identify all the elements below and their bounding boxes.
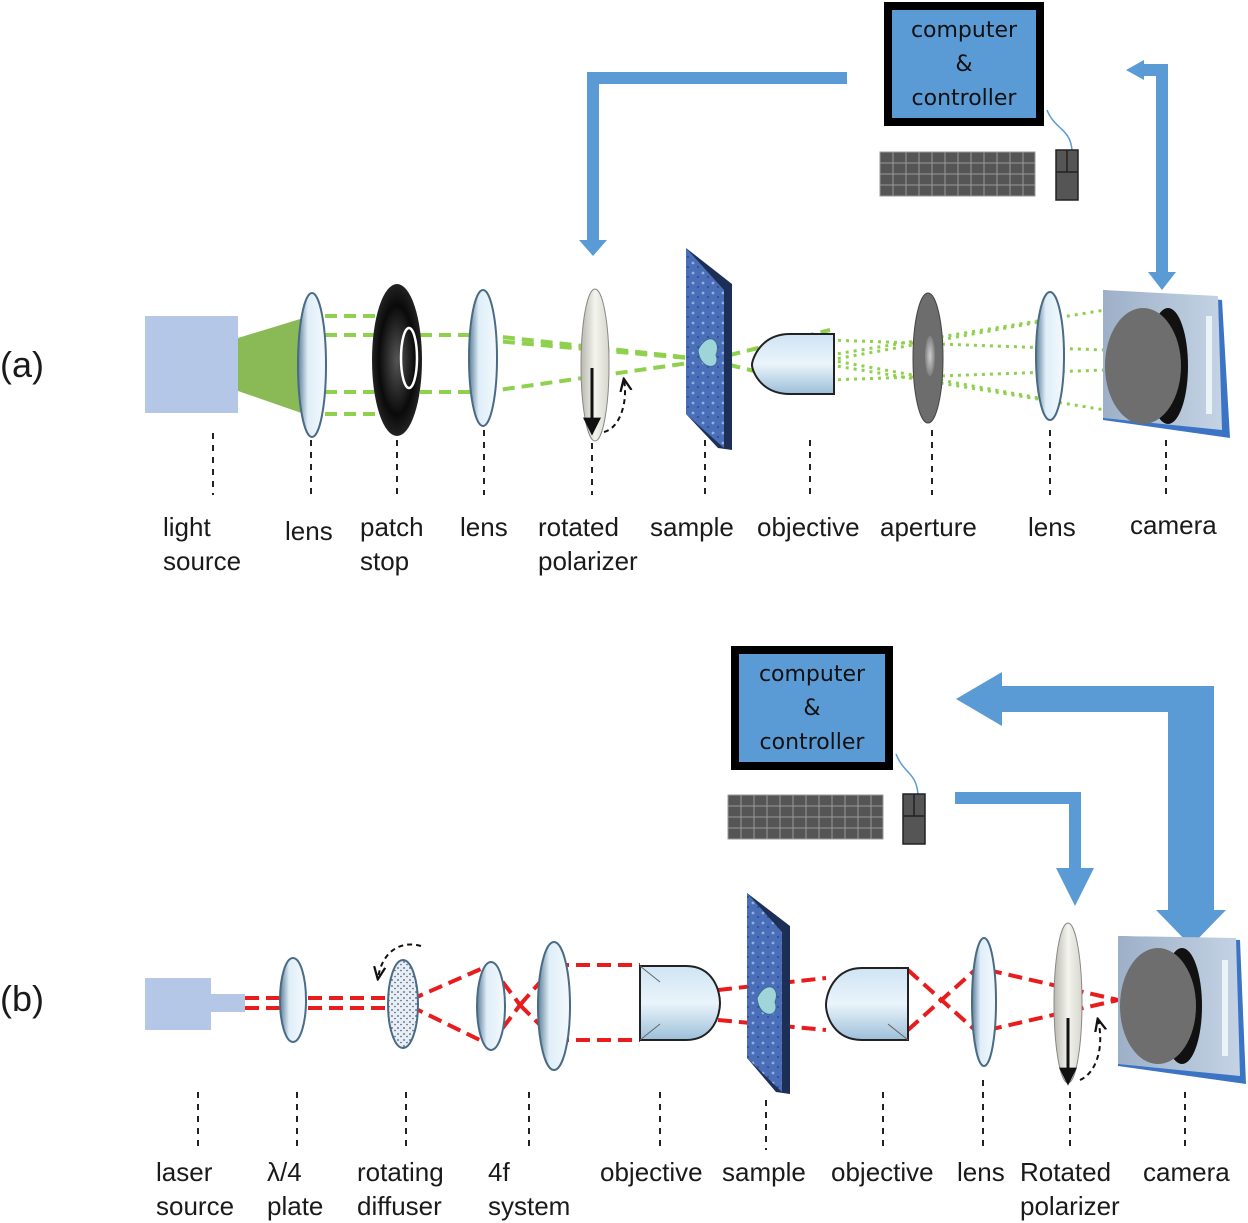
control-arrow-polarizer-a [579, 72, 847, 256]
lens-1-a [297, 292, 327, 438]
computer-monitor-b [731, 646, 893, 770]
computer-label-a: computer&controller [910, 18, 1018, 111]
sample-b [747, 893, 790, 1094]
panel-a [145, 2, 1230, 495]
light-source [145, 316, 238, 413]
keyboard-icon-a [879, 151, 1036, 197]
mouse-icon-b [902, 793, 926, 845]
cable-b [895, 753, 919, 795]
objective-a [750, 333, 835, 395]
label-lens-b: lens [957, 1157, 1005, 1187]
aperture [912, 292, 944, 424]
label-lens-2-a: lens [460, 512, 508, 542]
guides-b [197, 1080, 1186, 1150]
camera-a [1103, 290, 1230, 438]
panel-b [145, 646, 1246, 1150]
panel-label-b: (b) [0, 978, 44, 1019]
label-aperture: aperture [880, 512, 977, 542]
label-objective-b-1: objective [600, 1157, 703, 1187]
label-sample-b: sample [722, 1157, 806, 1187]
lens-b [971, 937, 997, 1067]
lens-3-a [1035, 291, 1065, 421]
label-lens-3-a: lens [1028, 512, 1076, 542]
lens-4f-1 [476, 961, 506, 1051]
label-objective-a: objective [757, 512, 860, 542]
label-lens-1-a: lens [285, 516, 333, 546]
lens-4f-2 [537, 941, 571, 1071]
patch-stop [372, 284, 422, 436]
rotated-polarizer-a [580, 288, 625, 442]
objective-b-1 [639, 965, 722, 1041]
lens-2-a [468, 289, 498, 427]
keyboard-icon-b [727, 794, 884, 840]
rotating-diffuser [378, 943, 422, 1049]
computer-label-b: computer&controller [758, 662, 866, 755]
sample-a [686, 248, 732, 450]
control-arrow-polarizer-b [955, 792, 1094, 906]
panel-label-a: (a) [0, 344, 44, 385]
control-arrow-camera-a [1126, 60, 1176, 290]
camera-b [1118, 936, 1246, 1084]
laser-source [145, 978, 245, 1030]
computer-monitor-a [884, 2, 1044, 126]
light-cone [238, 316, 310, 416]
label-sample-a: sample [650, 512, 734, 542]
objective-b-2 [824, 967, 909, 1041]
guides-a [212, 430, 1167, 495]
rotated-polarizer-b [1053, 922, 1100, 1086]
quarter-wave-plate [279, 957, 307, 1043]
label-objective-b-2: objective [831, 1157, 934, 1187]
label-camera-b: camera [1143, 1157, 1230, 1187]
label-camera-a: camera [1130, 510, 1217, 540]
control-arrow-camera-b [956, 672, 1226, 946]
cable-a [1046, 109, 1073, 151]
mouse-icon-a [1055, 149, 1079, 201]
